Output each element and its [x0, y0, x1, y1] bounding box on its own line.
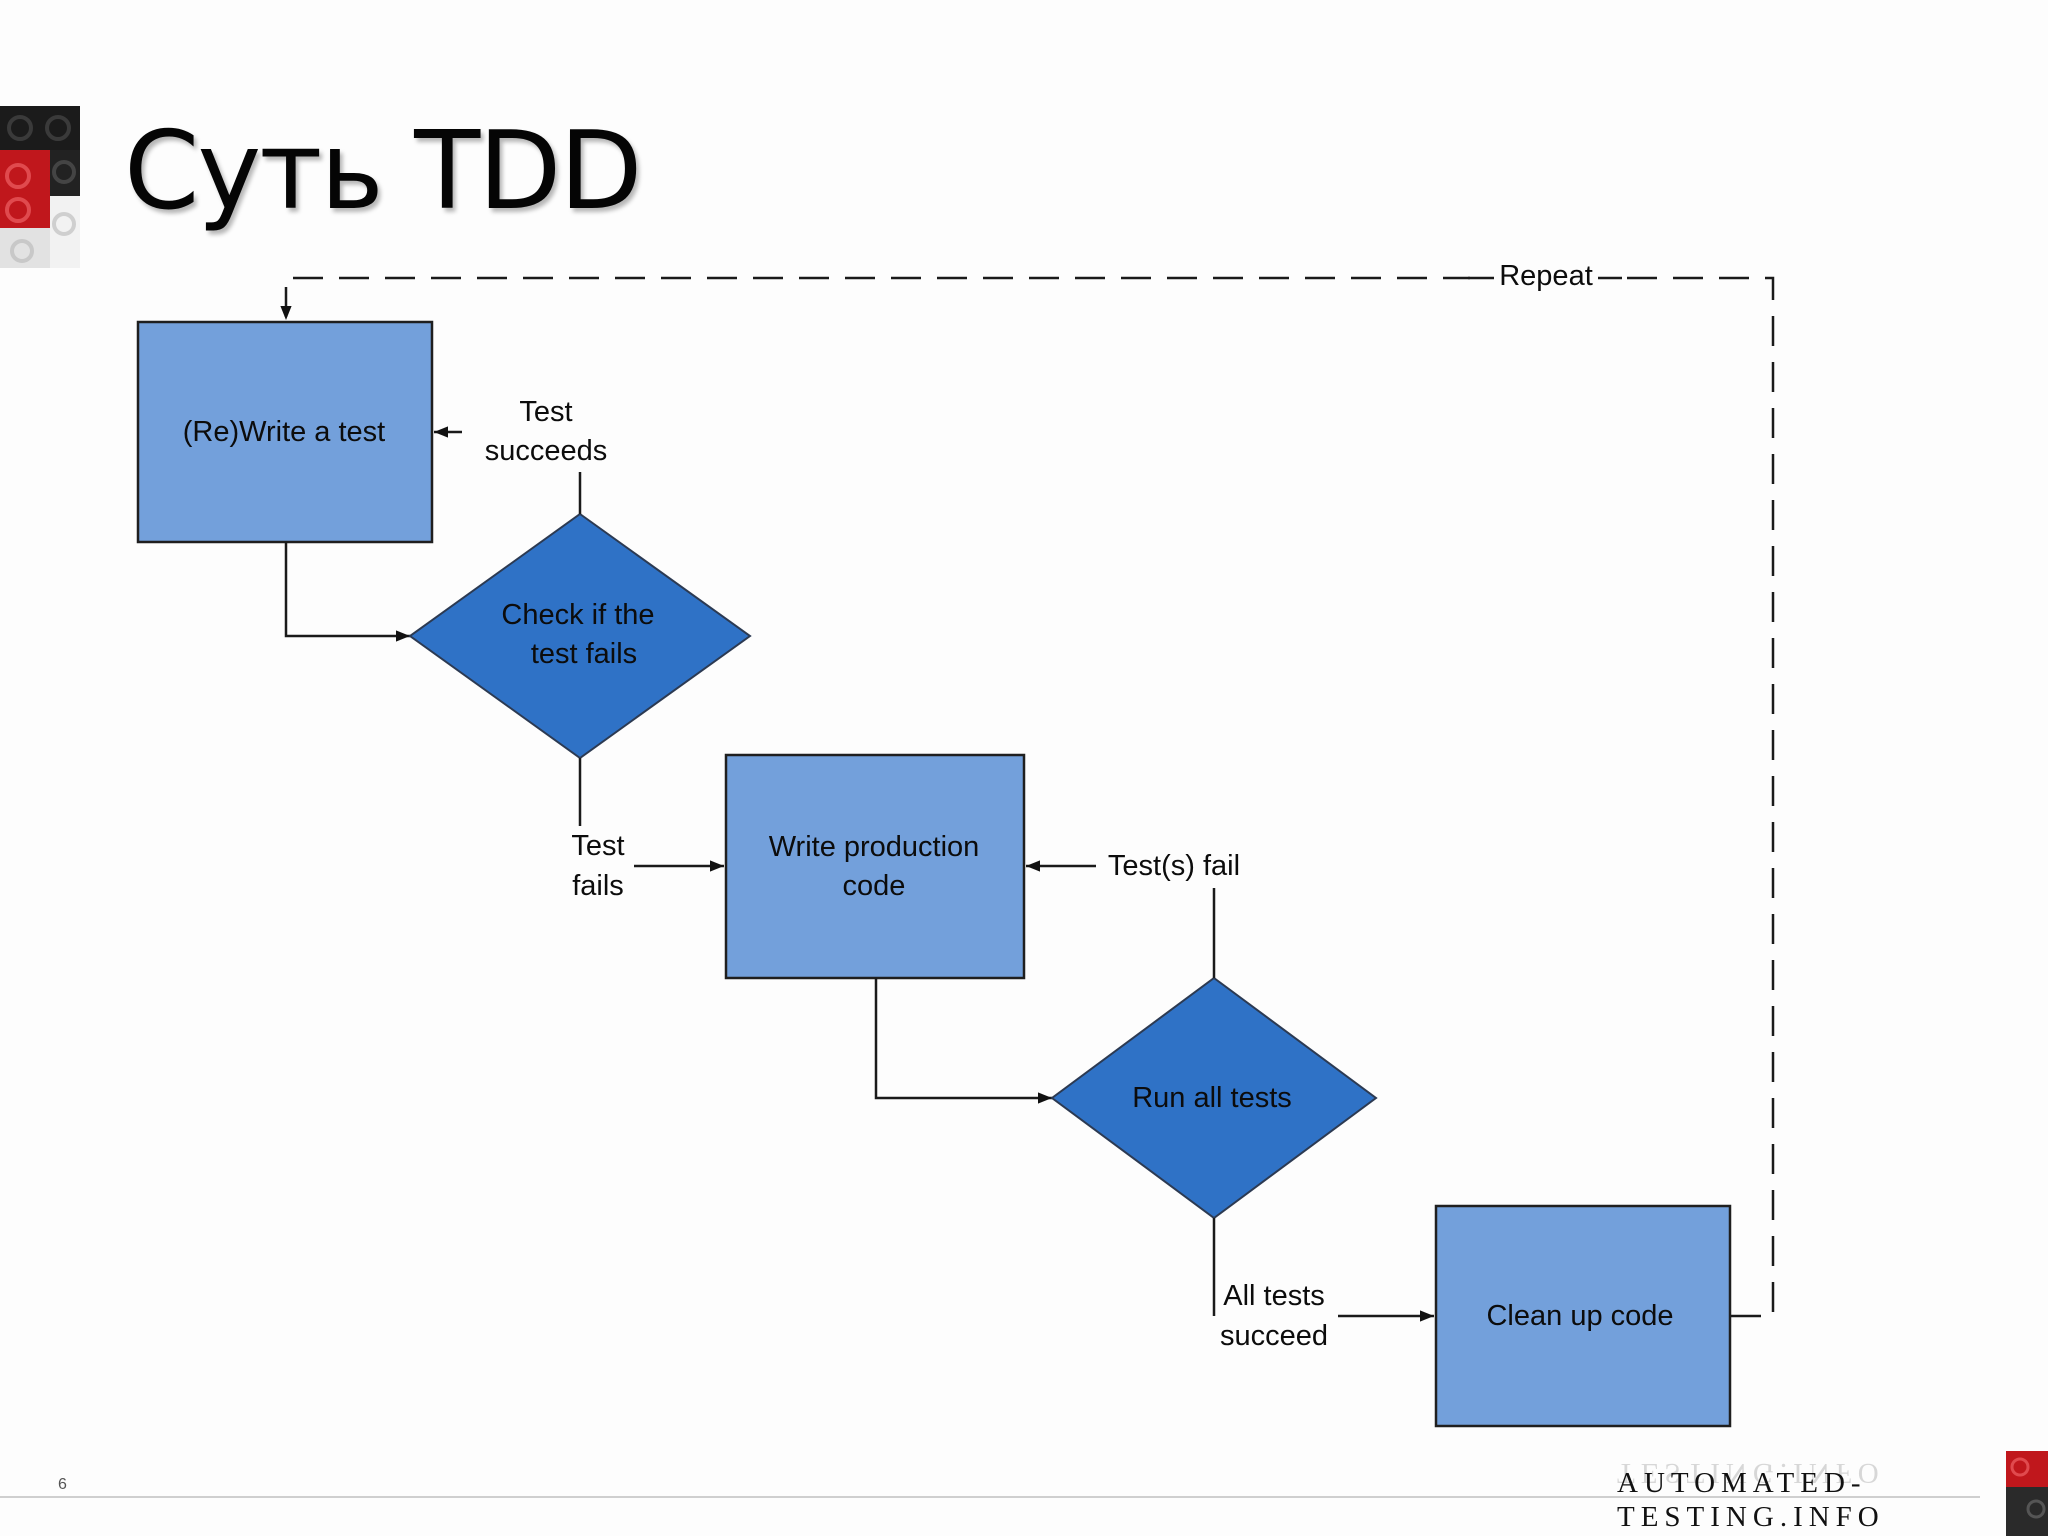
write-code-node: Write production code [724, 753, 1026, 980]
write-code-label-line2: code [843, 870, 906, 902]
test-succeeds-label-line1: Test [519, 396, 572, 428]
test-fails-label-line2: fails [572, 870, 624, 902]
test-succeeds-label-line2: succeeds [485, 435, 608, 467]
write-test-to-check-connector [284, 542, 410, 642]
all-succeed-label-line2: succeed [1220, 1320, 1328, 1352]
check-fails-decision: Check if the test fails [408, 512, 752, 760]
tests-fail-label: Test(s) fail [1108, 850, 1240, 882]
all-succeed-label-line1: All tests [1223, 1280, 1325, 1312]
write-code-to-run-tests-connector [874, 978, 1052, 1104]
brand-line1: AUTOMATED- [1617, 1467, 1867, 1499]
brand-lego-icon [2006, 1451, 2048, 1536]
write-code-label-line1: Write production [769, 831, 980, 863]
run-tests-label: Run all tests [1132, 1082, 1292, 1114]
brand-wordmark: AUTOMATED- TESTING.INFO [1617, 1466, 2037, 1534]
slide-title: Суть TDD [124, 109, 643, 234]
footer-divider [0, 1496, 1980, 1498]
repeat-loop-connector [280, 276, 1775, 1318]
lego-logo-icon [0, 106, 80, 268]
write-test-node: (Re)Write a test [136, 320, 434, 544]
run-tests-decision: Run all tests [1050, 976, 1378, 1220]
page-number: 6 [58, 1476, 67, 1493]
clean-up-node: Clean up code [1434, 1204, 1732, 1428]
repeat-label: Repeat [1499, 260, 1593, 292]
brand-line2: TESTING.INFO [1617, 1501, 1885, 1533]
test-fails-label-line1: Test [571, 830, 624, 862]
check-fails-label-line2: test fails [531, 638, 637, 670]
clean-up-label: Clean up code [1486, 1300, 1673, 1332]
check-fails-label-line1: Check if the [501, 599, 654, 631]
write-test-label: (Re)Write a test [183, 416, 386, 448]
